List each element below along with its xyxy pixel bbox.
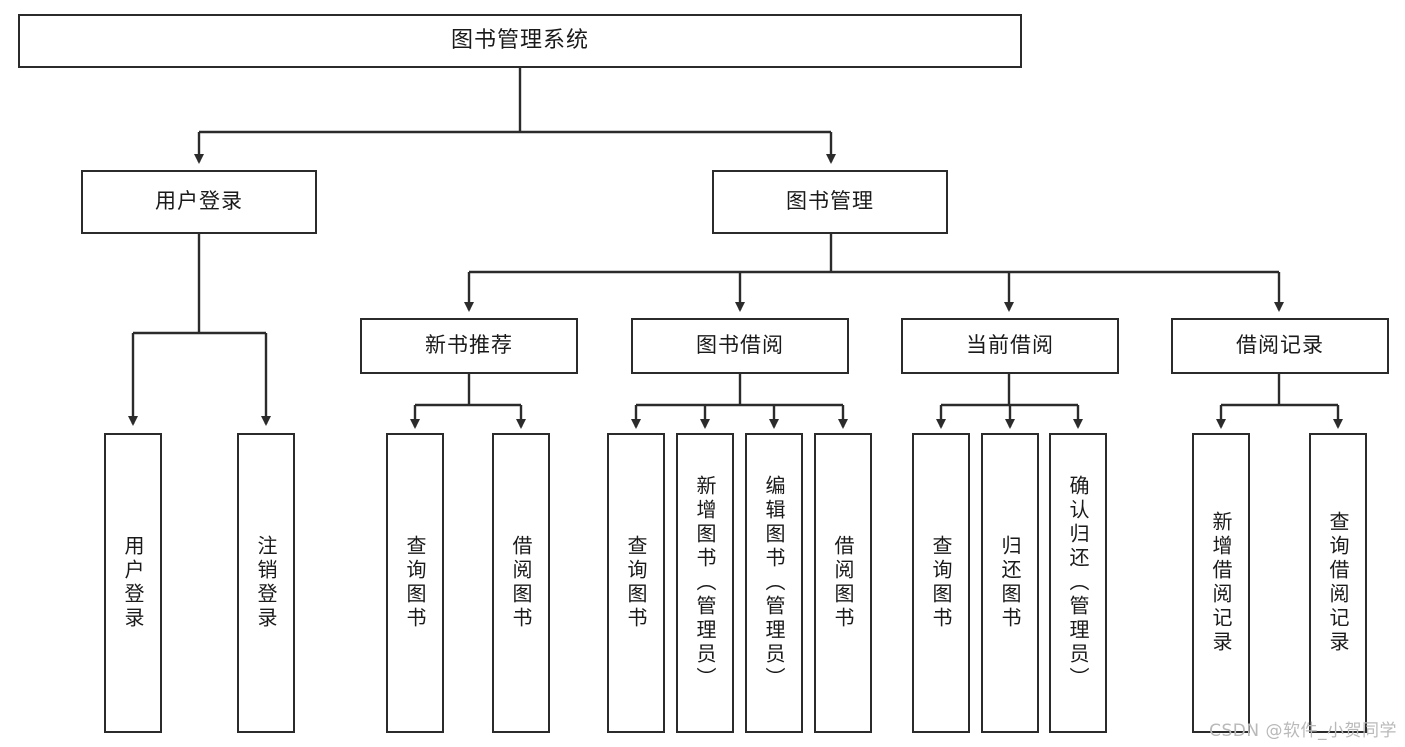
- node-current-borrow[interactable]: 当前借阅: [901, 318, 1119, 374]
- node-label: 图书管理: [786, 189, 874, 214]
- node-label: 借阅记录: [1236, 333, 1324, 358]
- leaf-book-borrow-add-book-admin[interactable]: 新增图书（管理员）: [676, 433, 734, 733]
- leaf-new-book-query-book[interactable]: 查询图书: [386, 433, 444, 733]
- leaf-book-borrow-edit-book-admin[interactable]: 编辑图书（管理员）: [745, 433, 803, 733]
- node-root-book-management-system[interactable]: 图书管理系统: [18, 14, 1022, 68]
- node-book-borrow[interactable]: 图书借阅: [631, 318, 849, 374]
- leaf-current-borrow-confirm-return-admin[interactable]: 确认归还（管理员）: [1049, 433, 1107, 733]
- node-label: 当前借阅: [966, 333, 1054, 358]
- node-label: 新增借阅记录: [1209, 511, 1233, 655]
- node-new-book-recommend[interactable]: 新书推荐: [360, 318, 578, 374]
- node-label: 图书借阅: [696, 333, 784, 358]
- leaf-new-book-borrow-book[interactable]: 借阅图书: [492, 433, 550, 733]
- node-label: 查询图书: [929, 535, 953, 631]
- node-label: 注销登录: [254, 535, 278, 631]
- node-label: 新增图书（管理员）: [693, 475, 717, 691]
- node-borrow-record[interactable]: 借阅记录: [1171, 318, 1389, 374]
- node-label: 查询借阅记录: [1326, 511, 1350, 655]
- leaf-current-borrow-return-book[interactable]: 归还图书: [981, 433, 1039, 733]
- leaf-user-login-login[interactable]: 用户登录: [104, 433, 162, 733]
- node-label: 新书推荐: [425, 333, 513, 358]
- leaf-current-borrow-query-book[interactable]: 查询图书: [912, 433, 970, 733]
- node-label: 编辑图书（管理员）: [762, 475, 786, 691]
- node-book-management[interactable]: 图书管理: [712, 170, 948, 234]
- node-label: 借阅图书: [831, 535, 855, 631]
- node-user-login[interactable]: 用户登录: [81, 170, 317, 234]
- node-label: 归还图书: [998, 535, 1022, 631]
- leaf-borrow-record-query-record[interactable]: 查询借阅记录: [1309, 433, 1367, 733]
- leaf-book-borrow-borrow-book[interactable]: 借阅图书: [814, 433, 872, 733]
- node-label: 用户登录: [155, 189, 243, 214]
- leaf-user-login-logout[interactable]: 注销登录: [237, 433, 295, 733]
- node-label: 用户登录: [121, 535, 145, 631]
- node-label: 借阅图书: [509, 535, 533, 631]
- node-label: 查询图书: [403, 535, 427, 631]
- node-label: 确认归还（管理员）: [1066, 475, 1090, 691]
- leaf-borrow-record-add-record[interactable]: 新增借阅记录: [1192, 433, 1250, 733]
- leaf-book-borrow-query-book[interactable]: 查询图书: [607, 433, 665, 733]
- node-label: 图书管理系统: [450, 27, 589, 53]
- csdn-watermark: CSDN @软件_小贺同学: [1209, 721, 1397, 741]
- node-label: 查询图书: [624, 535, 648, 631]
